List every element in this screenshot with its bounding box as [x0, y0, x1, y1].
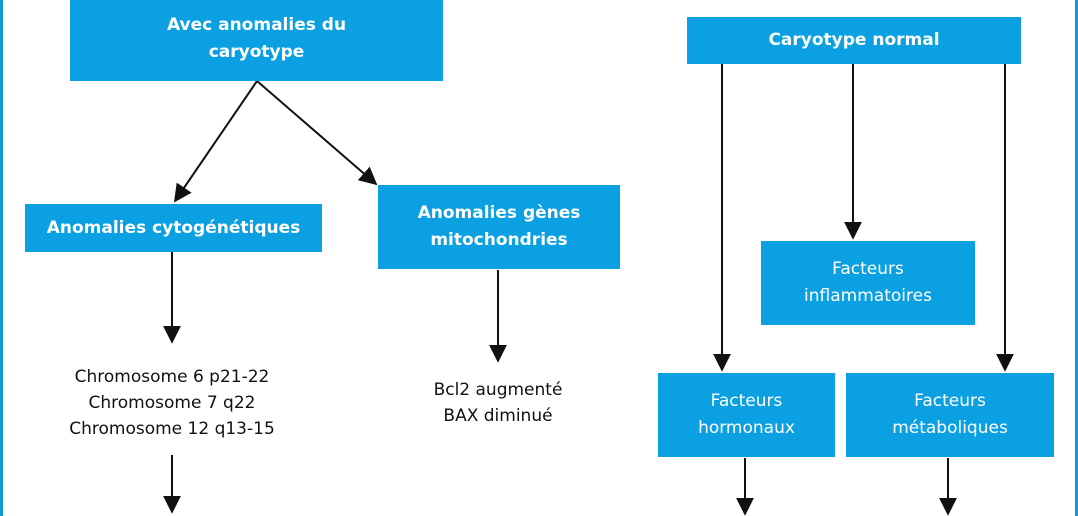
box-line: caryotype [208, 41, 305, 62]
box-line: Caryotype normal [768, 30, 940, 50]
box-line: Avec anomalies du [166, 14, 347, 35]
text-line: BAX diminué [443, 406, 553, 426]
text-chromosomes: Chromosome 6 p21-22 Chromosome 7 q22 Chr… [32, 364, 312, 442]
arrow-root-to-mito [256, 80, 378, 186]
box-line: Facteurs [710, 391, 783, 411]
box-caryotype-normal: Caryotype normal [687, 17, 1021, 64]
box-facteurs-metaboliques: Facteurs métaboliques [846, 373, 1054, 457]
box-avec-anomalies-caryotype: Avec anomalies du caryotype [70, 0, 443, 81]
box-line: Anomalies cytogénétiques [46, 217, 301, 238]
text-line: Chromosome 7 q22 [88, 393, 256, 413]
text-bcl2-bax: Bcl2 augmenté BAX diminué [392, 377, 604, 429]
text-line: Chromosome 6 p21-22 [74, 367, 270, 387]
arrow-root-to-cyto [173, 80, 258, 203]
box-line: mitochondries [430, 230, 568, 250]
box-line: Facteurs [832, 259, 904, 279]
box-line: Facteurs [914, 391, 986, 411]
box-facteurs-inflammatoires: Facteurs inflammatoires [761, 241, 975, 325]
text-line: Bcl2 augmenté [433, 380, 563, 400]
box-anomalies-cytogenetiques: Anomalies cytogénétiques [25, 204, 322, 252]
box-facteurs-hormonaux: Facteurs hormonaux [658, 373, 835, 457]
box-line: inflammatoires [804, 286, 932, 306]
box-line: hormonaux [698, 418, 795, 438]
text-line: Chromosome 12 q13-15 [69, 419, 275, 439]
box-line: métaboliques [892, 418, 1008, 438]
box-line: Anomalies gènes [417, 203, 581, 223]
box-anomalies-genes-mitochondries: Anomalies gènes mitochondries [378, 185, 620, 269]
